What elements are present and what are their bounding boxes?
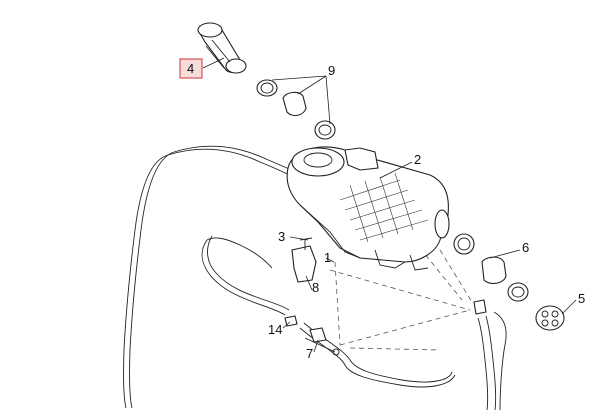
clamp-sleeve-upper: [256, 79, 336, 140]
callout-7: 7: [306, 346, 313, 361]
leader-lines: [202, 57, 577, 353]
right-hose: [477, 311, 507, 411]
left-hose-assembly: [123, 145, 456, 409]
mounting-bracket: [291, 237, 317, 283]
callout-5: 5: [578, 291, 585, 306]
callout-labels: 4 9 2 3 1 8 6 5 14 7: [179, 58, 585, 361]
callout-8: 8: [312, 280, 319, 295]
callout-6: 6: [522, 240, 529, 255]
clamp-sleeve-lower: [453, 233, 529, 302]
callout-2: 2: [414, 152, 421, 167]
callout-1: 1: [324, 250, 331, 265]
hose-fittings: [284, 299, 487, 356]
blower-housing: [286, 146, 450, 271]
callout-9: 9: [328, 63, 335, 78]
duct-adaptor: [197, 22, 247, 74]
callout-3: 3: [278, 229, 285, 244]
highlighted-callout-box: [179, 58, 203, 79]
outlet-connector: [535, 305, 565, 331]
callout-14: 14: [268, 322, 282, 337]
callout-4: 4: [187, 61, 194, 76]
alignment-lines: [329, 247, 473, 351]
